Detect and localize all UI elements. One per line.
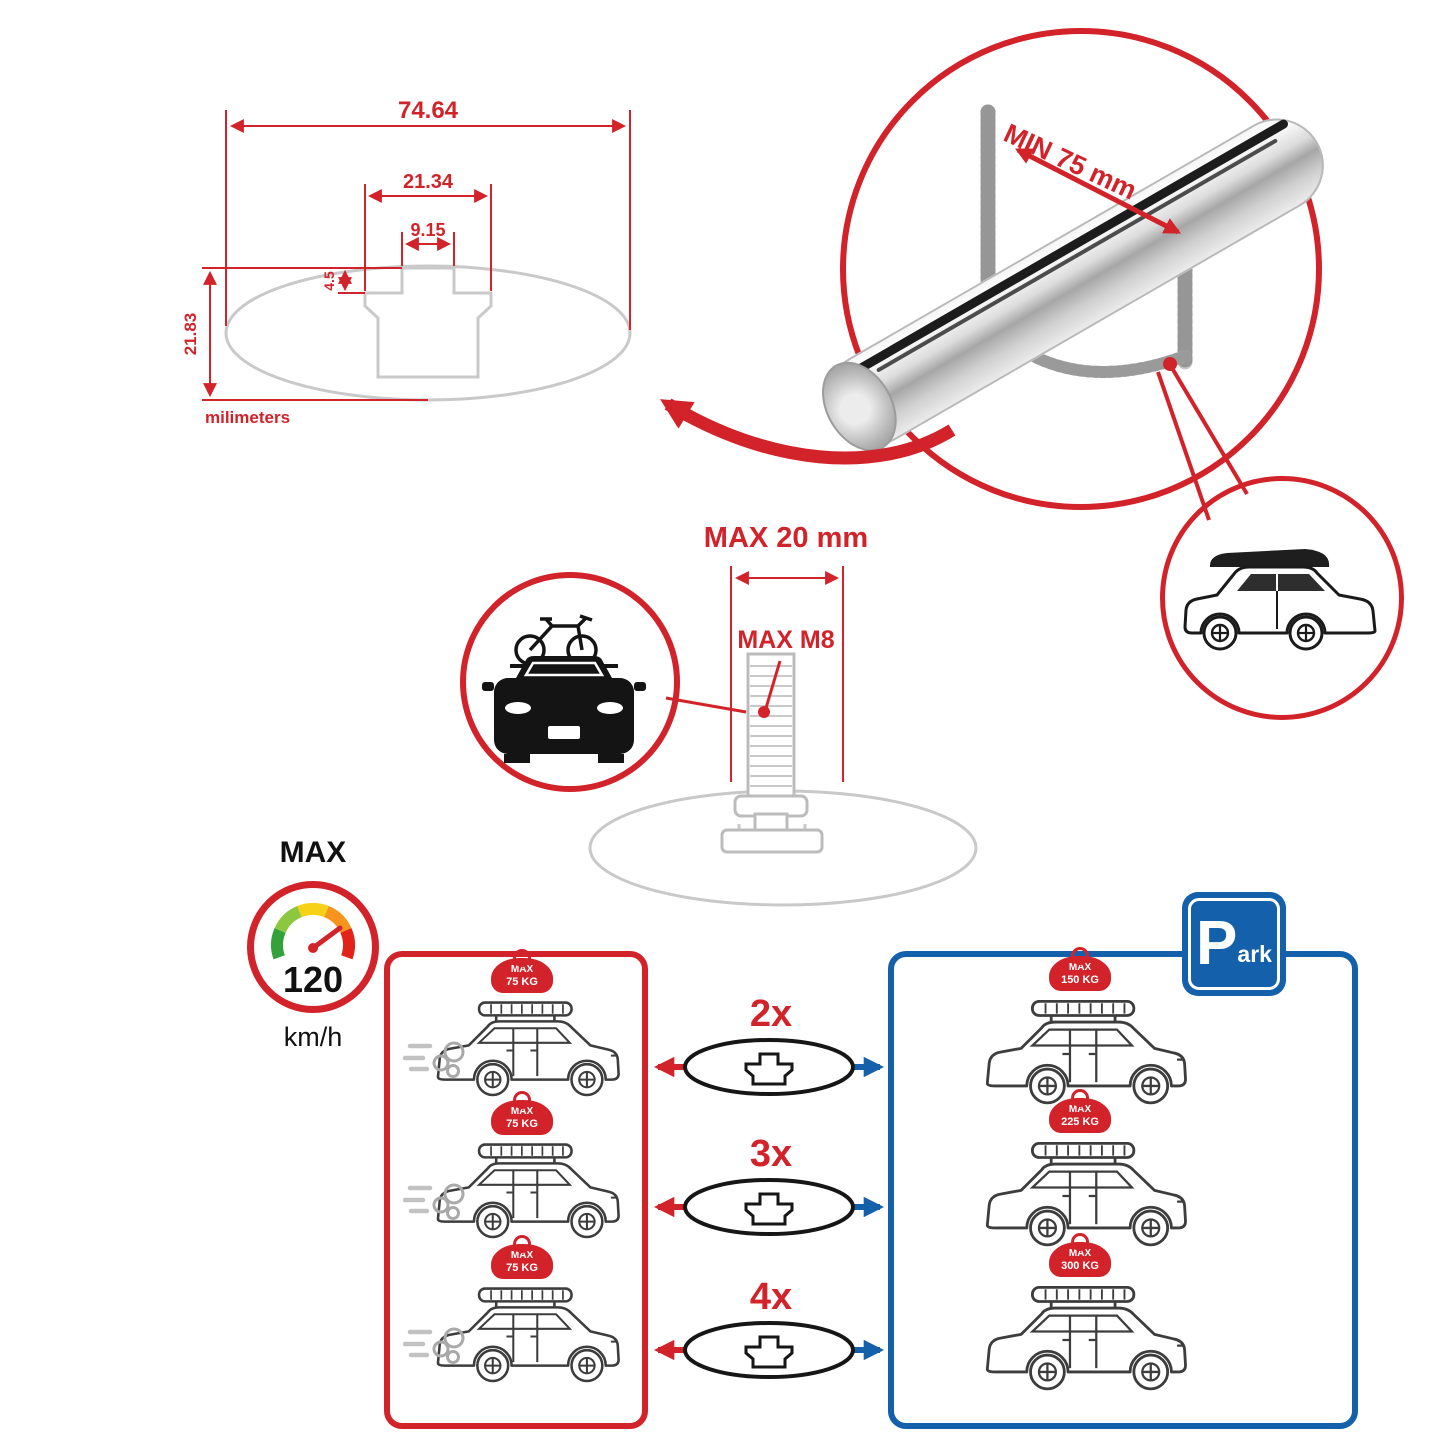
- suv-roofbox-illustration: [1183, 549, 1377, 651]
- parked-car-row-1: MAX 150 KG: [972, 946, 1198, 1114]
- t-bolt-illustration: [720, 652, 824, 854]
- load-tag: MAX 225 KG: [1049, 1088, 1112, 1134]
- load-tag-line1: MAX: [510, 1106, 534, 1117]
- max-thread-label: MAX M8: [737, 626, 835, 654]
- parked-car-row-2: MAX 225 KG: [972, 1088, 1198, 1256]
- crossbar-tslot-profile: [363, 266, 493, 379]
- exhaust-smoke-icon: [402, 1170, 472, 1230]
- comparison-row-arrows: [653, 1038, 885, 1379]
- driving-car-row-3: MAX 75 KG: [424, 1234, 630, 1394]
- load-tag-line1: MAX: [1068, 1248, 1092, 1259]
- max-speed-unit: km/h: [283, 1022, 343, 1052]
- count-label-2x: 2x: [749, 993, 793, 1035]
- max-plate-width-label: MAX 20 mm: [703, 522, 869, 554]
- load-tag-line1: MAX: [510, 1250, 534, 1261]
- load-tag-line1: MAX: [1068, 1104, 1092, 1115]
- crossbar-profile-ellipse: [224, 264, 632, 402]
- crossbar-end-cap: [806, 348, 912, 465]
- dim-units-label: milimeters: [205, 408, 290, 427]
- load-tag: MAX 75 KG: [491, 1090, 554, 1136]
- load-tag-line2: 75 KG: [506, 1117, 538, 1130]
- count-label-3x: 3x: [749, 1133, 793, 1175]
- load-tag: MAX 75 KG: [491, 1234, 554, 1280]
- driving-car-row-1: MAX 75 KG: [424, 948, 630, 1108]
- load-tag: MAX 75 KG: [491, 948, 554, 994]
- dim-total-height: 21.83: [181, 313, 200, 356]
- parked-car-row-3: MAX 300 KG: [972, 1232, 1198, 1402]
- dim-flange-width: 21.34: [403, 171, 454, 193]
- max-speed-title: MAX: [279, 836, 347, 869]
- dim-slot-width: 9.15: [410, 220, 445, 240]
- speedometer: 120: [247, 881, 379, 1013]
- bike-on-car-illustration: [482, 614, 646, 763]
- crossbar-oval-icon: [683, 1038, 855, 1096]
- car-illustration: [972, 1278, 1198, 1402]
- exhaust-smoke-icon: [402, 1028, 472, 1088]
- load-tag-line1: MAX: [510, 964, 534, 975]
- max-speed-value: 120: [282, 959, 344, 1000]
- parking-sign: P ark: [1182, 892, 1286, 996]
- load-tag: MAX 300 KG: [1049, 1232, 1112, 1278]
- suv-roofbox-circle: [1160, 476, 1404, 720]
- parking-sign-suffix: ark: [1237, 940, 1272, 967]
- speedometer-gauge-icon: [271, 902, 355, 960]
- load-tag-line2: 75 KG: [506, 975, 538, 988]
- parking-sign-letter: P: [1196, 909, 1238, 978]
- count-label-4x: 4x: [749, 1276, 793, 1318]
- cross-section-dimension-diagram: 74.64 21.34 9.15 4.5 21.83 milimeters: [181, 97, 632, 427]
- load-tag-line2: 225 KG: [1061, 1115, 1099, 1128]
- crossbar-oval-icon: [683, 1321, 855, 1379]
- bolt-callout-dot: [758, 706, 770, 718]
- load-tag-line2: 300 KG: [1061, 1259, 1099, 1272]
- load-tag-line2: 150 KG: [1061, 973, 1099, 986]
- dim-total-width: 74.64: [398, 97, 459, 124]
- lower-profile-ellipse: [588, 789, 978, 907]
- load-tag-line1: MAX: [1068, 962, 1092, 973]
- crossbar-oval-icon: [683, 1178, 855, 1236]
- driving-car-row-2: MAX 75 KG: [424, 1090, 630, 1250]
- load-tag-line2: 75 KG: [506, 1261, 538, 1274]
- bike-on-car-circle: [460, 572, 680, 792]
- dim-step-height: 4.5: [321, 271, 337, 291]
- load-tag: MAX 150 KG: [1049, 946, 1112, 992]
- exhaust-smoke-icon: [402, 1314, 472, 1374]
